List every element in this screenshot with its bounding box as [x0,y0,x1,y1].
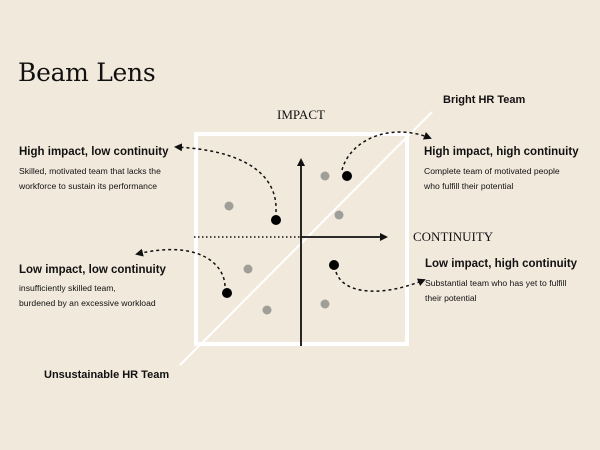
quadrant-desc-top-left: Skilled, motivated team that lacks the w… [19,164,161,194]
desc-line: Skilled, motivated team that lacks the [19,166,161,176]
quadrant-desc-bottom-left: insufficiently skilled team, burdened by… [19,281,156,311]
point-muted [334,210,344,220]
arrow-bottom-right [335,271,426,292]
quadrant-title-top-left: High impact, low continuity [19,146,169,158]
desc-line: their potential [425,293,477,303]
quadrant-title-top-right: High impact, high continuity [424,146,579,158]
point-muted [320,299,330,309]
impact-axis-label: IMPACT [277,107,325,122]
point-high-impact-low-continuity [271,215,281,225]
desc-line: workforce to sustain its performance [19,181,158,191]
point-muted [320,171,330,181]
quadrant-title-bottom-left: Low impact, low continuity [19,264,166,276]
point-muted [224,201,234,211]
desc-line: Substantial team who has yet to fulfill [425,278,567,288]
arrow-bottom-left [135,248,226,287]
quadrant-desc-bottom-right: Substantial team who has yet to fulfill … [425,276,566,306]
arrow-top-left [174,143,277,213]
desc-line: burdened by an excessive workload [19,298,156,308]
point-high-impact-high-continuity [342,171,352,181]
desc-line: Complete team of motivated people [424,166,560,176]
point-low-impact-high-continuity [329,260,339,270]
page-title: Beam Lens [18,58,156,87]
diagonal-lens-line [179,111,433,366]
unsustainable-hr-team-label: Unsustainable HR Team [44,369,170,381]
quadrant-desc-top-right: Complete team of motivated people who fu… [424,164,560,194]
point-muted [262,305,272,315]
point-muted [243,264,253,274]
desc-line: who fulfill their potential [424,181,514,191]
quadrant-title-bottom-right: Low impact, high continuity [425,258,578,270]
desc-line: insufficiently skilled team, [19,283,116,293]
bright-hr-team-label: Bright HR Team [443,94,526,106]
continuity-axis-label: CONTINUITY [413,229,494,244]
point-low-impact-low-continuity [222,288,232,298]
arrow-top-right [341,131,432,171]
